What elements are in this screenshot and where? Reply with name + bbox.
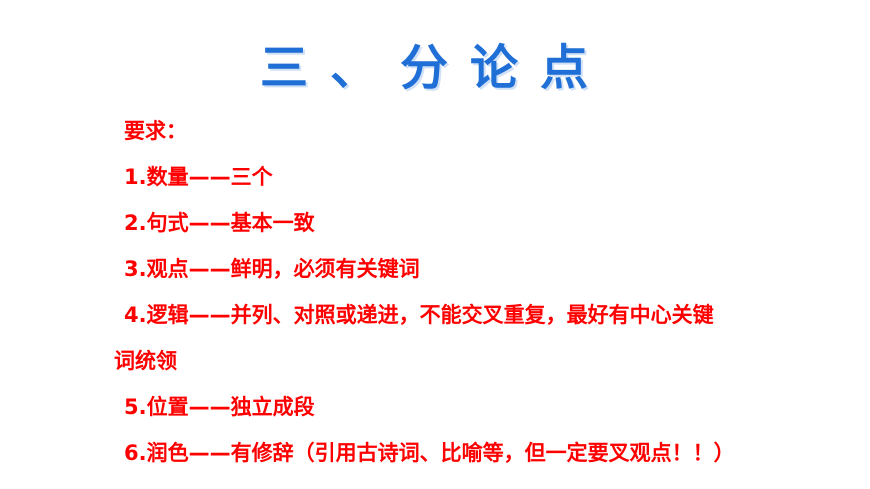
slide-title: 三、分论点	[259, 40, 610, 96]
requirement-item-1: 1.数量——三个	[124, 165, 273, 189]
requirement-item-2: 2.句式——基本一致	[124, 211, 315, 235]
requirement-item-3: 3.观点——鲜明，必须有关键词	[124, 257, 420, 281]
requirement-item-6: 6.润色——有修辞（引用古诗词、比喻等，但一定要叉观点！！）	[124, 441, 735, 465]
requirements-heading: 要求：	[124, 119, 187, 143]
requirements-list: 要求： 1.数量——三个 2.句式——基本一致 3.观点——鲜明，必须有关键词 …	[114, 108, 854, 476]
requirement-item-4: 4.逻辑——并列、对照或递进，不能交叉重复，最好有中心关键	[124, 303, 714, 327]
requirement-item-4-continued: 词统领	[114, 349, 177, 373]
requirement-item-5: 5.位置——独立成段	[124, 395, 315, 419]
